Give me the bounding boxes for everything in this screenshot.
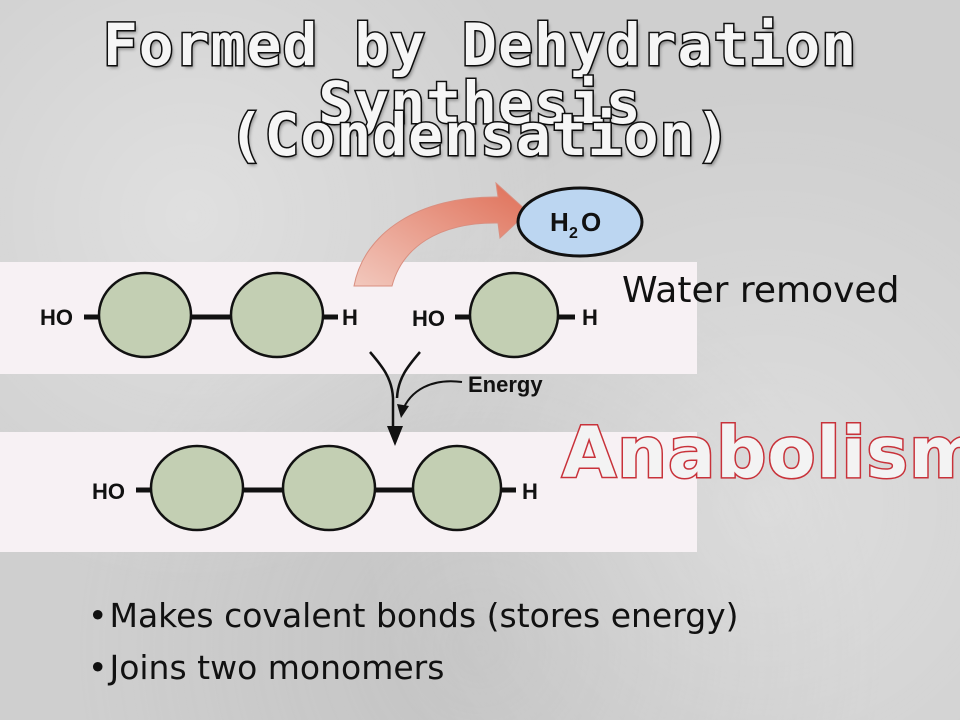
top-left-h-label: H <box>342 305 358 330</box>
reaction-arrowhead <box>387 426 403 446</box>
top-right-h-label: H <box>582 305 598 330</box>
water-o: O <box>581 207 601 237</box>
bullet-item-2: •Joins two monomers <box>88 648 444 687</box>
top-right-ho-label: HO <box>412 306 445 331</box>
monomer-top-3 <box>468 271 560 359</box>
top-left-ho-label: HO <box>40 305 73 330</box>
slide-title-line-1: Formed by Dehydration Synthesis <box>101 11 858 137</box>
bottom-ho-label: HO <box>92 479 125 504</box>
monomer-top-1 <box>97 271 193 359</box>
bottom-h-label: H <box>522 479 538 504</box>
energy-arrowhead <box>397 404 409 418</box>
water-h: H <box>550 207 569 237</box>
bullet-text: Makes covalent bonds (stores energy) <box>109 596 739 635</box>
reaction-merge-arrow <box>369 351 421 430</box>
bullet-mark: • <box>88 648 108 687</box>
water-removed-label: Water removed <box>622 270 900 311</box>
bullet-text: Joins two monomers <box>109 648 445 687</box>
monomer-bottom-1 <box>149 444 245 532</box>
bullet-mark: • <box>88 596 108 635</box>
water-removal-arrow <box>353 181 529 287</box>
bullet-item-1: •Makes covalent bonds (stores energy) <box>88 596 739 635</box>
monomer-bottom-3 <box>411 444 503 532</box>
monomer-top-2 <box>229 271 325 359</box>
energy-arrow <box>401 380 463 413</box>
monomer-bottom-2 <box>281 444 377 532</box>
slide-title-line-2: (Condensation) <box>227 101 732 169</box>
anabolism-label: Anabolism <box>560 411 960 496</box>
water-sub: 2 <box>569 225 578 242</box>
energy-label: Energy <box>468 372 543 397</box>
water-molecule <box>516 186 644 258</box>
